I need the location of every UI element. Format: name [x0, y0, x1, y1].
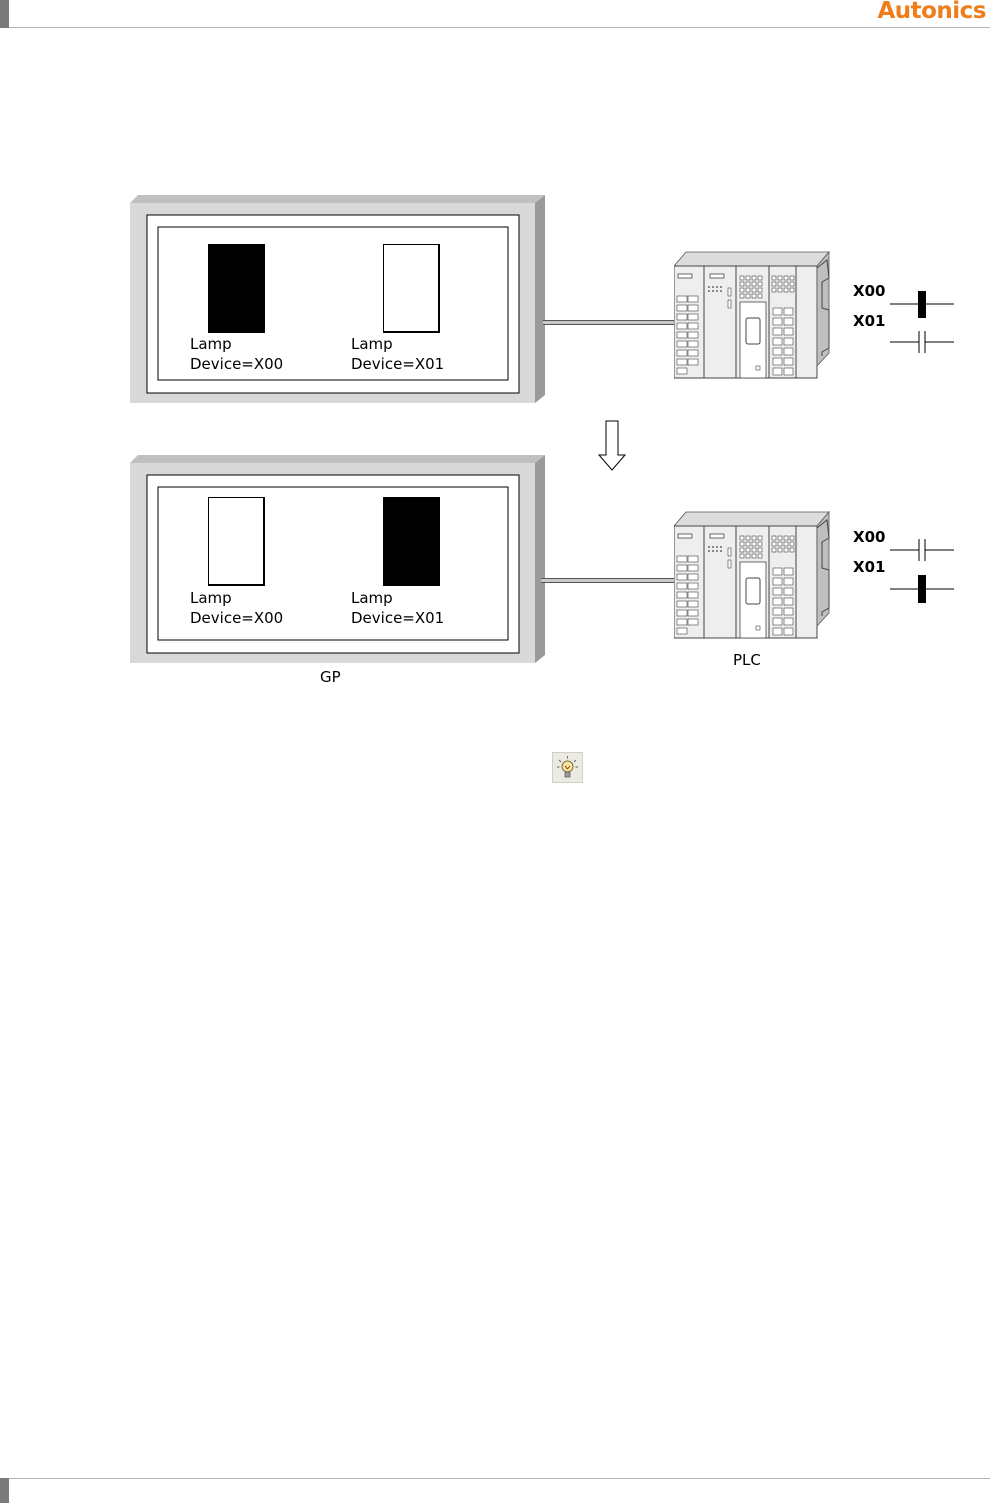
- contact-label-x00: X00: [853, 528, 886, 546]
- footer-rule: [9, 1478, 990, 1479]
- contact-label-x01: X01: [853, 312, 886, 330]
- lamp-label: Lamp: [351, 589, 393, 607]
- gp-panel-bottom: [130, 455, 545, 663]
- lamp-label: Lamp: [351, 335, 393, 353]
- ladder-contacts-bottom: [890, 539, 954, 603]
- lightbulb-tip-icon[interactable]: [552, 752, 583, 783]
- footer-tab: [0, 1478, 9, 1503]
- cable-bottom: [541, 578, 676, 583]
- lamp-x01-bottom: [383, 497, 440, 586]
- lamp-x00-bottom: [208, 497, 265, 586]
- ladder-contacts-top: [890, 291, 954, 353]
- caption-gp: GP: [320, 668, 341, 686]
- lamp-x01-top: [383, 244, 440, 333]
- plc-unit-top: [674, 250, 830, 379]
- header-rule: [9, 27, 990, 28]
- lamp-device: Device=X01: [351, 609, 445, 627]
- brand-logo: Autonics: [877, 0, 986, 24]
- contact-label-x00: X00: [853, 282, 886, 300]
- lamp-label: Lamp: [190, 589, 232, 607]
- cable-top: [543, 320, 676, 325]
- lamp-device: Device=X01: [351, 355, 445, 373]
- contact-label-x01: X01: [853, 558, 886, 576]
- lamp-label: Lamp: [190, 335, 232, 353]
- lamp-device: Device=X00: [190, 355, 284, 373]
- caption-plc: PLC: [733, 651, 761, 669]
- plc-unit-bottom: [674, 510, 830, 639]
- transition-arrow-icon: [598, 420, 626, 471]
- lamp-device: Device=X00: [190, 609, 284, 627]
- lamp-x00-top: [208, 244, 265, 333]
- header-tab: [0, 0, 9, 28]
